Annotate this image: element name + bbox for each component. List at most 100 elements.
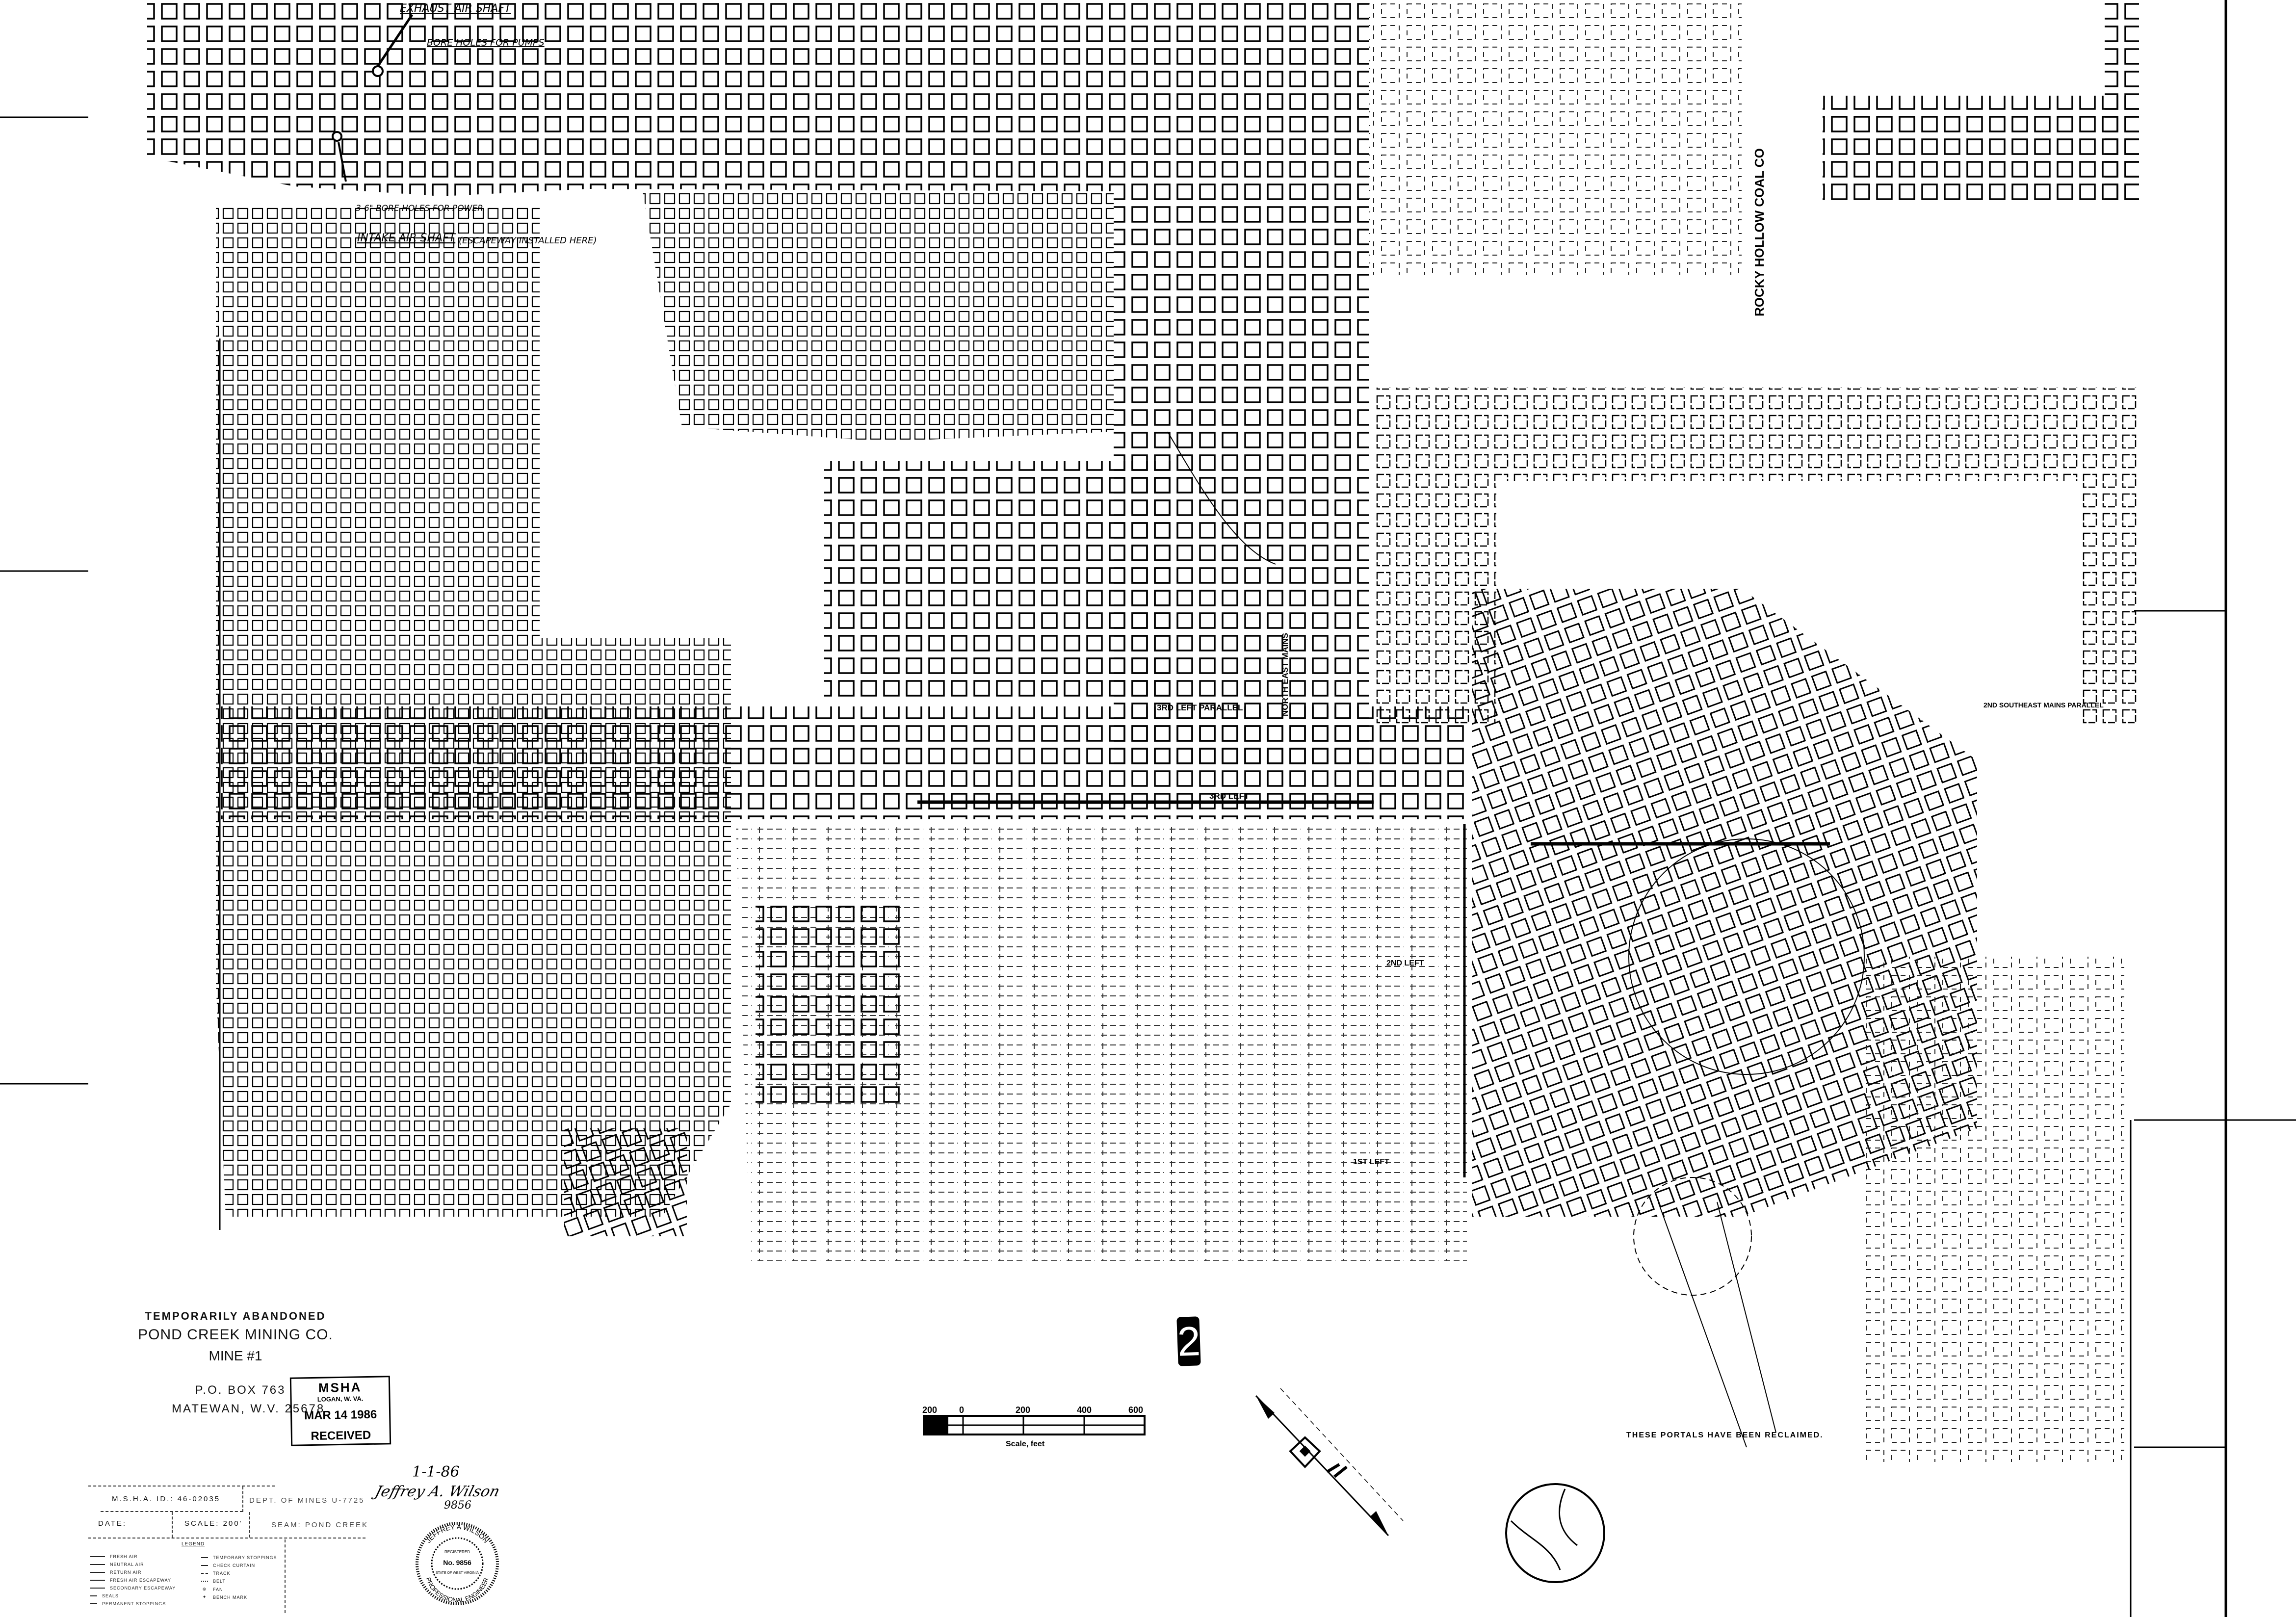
mine-name: MINE #1: [209, 1348, 262, 1363]
legend-item: TEMPORARY STOPPINGS: [201, 1555, 277, 1560]
scale-tick: 0: [959, 1405, 964, 1415]
seal-state: STATE OF WEST VIRGINIA: [436, 1571, 479, 1575]
city-address: MATEWAN, W.V. 25678: [172, 1402, 325, 1415]
msha-id-label: M.S.H.A. ID.:: [112, 1495, 174, 1503]
legend-label: SECONDARY ESCAPEWAY: [110, 1586, 176, 1591]
pillars-lower-middle: [736, 824, 1467, 1261]
msha-id-field: M.S.H.A. ID.: 46-02035: [112, 1495, 220, 1503]
north-east-mains-label: NORTH EAST MAINS: [1280, 633, 1290, 716]
stamp-date: MAR 14 1986: [304, 1408, 377, 1423]
pillars-bottom-left-diamond: [564, 1128, 687, 1236]
legend-item: CHECK CURTAIN: [201, 1563, 255, 1568]
legend-label: SEALS: [102, 1593, 119, 1598]
seal-name: JEFFREY A WILSON: [424, 1523, 490, 1544]
stamp-office: LOGAN, W. VA.: [317, 1395, 364, 1403]
svg-text:PROFESSIONAL ENGINEER: PROFESSIONAL ENGINEER: [424, 1576, 490, 1604]
third-left-label: 3RD LEFT: [1209, 791, 1250, 801]
pillars-top-sparse: [1369, 0, 1742, 275]
location-map-icon: [1505, 1483, 1605, 1583]
legend-item: SECONDARY ESCAPEWAY: [90, 1586, 176, 1591]
legend-item: NEUTRAL AIR: [90, 1562, 144, 1567]
seal-registered: REGISTERED: [444, 1550, 470, 1554]
legend-label: TRACK: [213, 1571, 231, 1576]
legend-item: FRESH AIR ESCAPEWAY: [90, 1578, 171, 1583]
pillars-diagonal-cluster: [1472, 589, 1977, 1217]
exhaust-air-shaft-label: EXHAUST AIR SHAFT: [400, 2, 512, 15]
svg-text:JEFFREY A WILSON: JEFFREY A WILSON: [424, 1523, 490, 1544]
scale-tick: 400: [1077, 1405, 1092, 1415]
seal-title: PROFESSIONAL ENGINEER: [424, 1576, 490, 1604]
legend-label: BELT: [213, 1579, 226, 1584]
legend-label: BENCH MARK: [213, 1594, 248, 1600]
msha-received-stamp: MSHA LOGAN, W. VA. MAR 14 1986 RECEIVED: [289, 1376, 391, 1446]
scale-bar: 200 0 200 400 600 Scale, feet: [922, 1405, 1146, 1448]
pillars-top-right-column: [2105, 0, 2139, 206]
seam-field: SEAM: POND CREEK: [271, 1521, 368, 1529]
second-left-label: 2ND LEFT: [1386, 959, 1424, 967]
pillars-horseshoe: [1374, 388, 2139, 726]
seal-number: No. 9856: [443, 1559, 471, 1566]
pillars-center-block: [824, 461, 1173, 702]
pillars-lower-checker: [756, 903, 903, 1104]
scale-caption: Scale, feet: [1006, 1440, 1045, 1448]
date-field: DATE:: [98, 1519, 127, 1528]
msha-id-value: 46-02035: [177, 1495, 221, 1503]
legend-label: PERMANENT STOPPINGS: [102, 1601, 166, 1606]
legend-label: NEUTRAL AIR: [110, 1562, 144, 1567]
legend-item: BELT: [201, 1579, 226, 1584]
north-arrow-icon: [1255, 1388, 1404, 1537]
mine-workings: [147, 0, 2139, 1462]
signature-date: 1-1-86: [412, 1463, 460, 1481]
pillars-middle-block: [643, 191, 1114, 442]
scale-value: 200': [223, 1519, 243, 1528]
legend-item: ⊛ FAN: [201, 1587, 223, 1592]
legend-item: PERMANENT STOPPINGS: [90, 1601, 166, 1606]
intake-escapeway-note: (ESCAPEWAY INSTALLED HERE): [459, 235, 597, 246]
legend-label: TEMPORARY STOPPINGS: [213, 1555, 277, 1560]
stamp-agency: MSHA: [318, 1380, 362, 1395]
portals-reclaimed-note: THESE PORTALS HAVE BEEN RECLAIMED.: [1626, 1431, 1824, 1439]
sheet-number-badge: 2: [1176, 1316, 1201, 1366]
bore-holes-power-label: 3-6" BORE HOLES FOR POWER: [356, 204, 483, 213]
scale-tick: 200: [922, 1405, 937, 1415]
legend-item: TRACK: [201, 1571, 231, 1576]
legend-item: SEALS: [90, 1593, 119, 1598]
dept-mines-field: DEPT. OF MINES U-7725: [249, 1496, 365, 1505]
second-se-mains-parallel-label: 2ND SOUTHEAST MAINS PARALLEL: [1983, 701, 2104, 709]
scale-label: SCALE:: [184, 1519, 220, 1528]
intake-air-shaft-label: INTAKE AIR SHAFT: [357, 232, 456, 244]
company-name: POND CREEK MINING CO.: [138, 1327, 333, 1343]
bore-holes-pumps-label: BORE HOLES FOR PUMPS: [427, 37, 545, 48]
third-left-parallel-label: 3RD LEFT PARALLEL: [1157, 703, 1243, 712]
fan-icon: ⊛: [202, 1587, 207, 1591]
legend-label: RETURN AIR: [110, 1570, 142, 1575]
stamp-status: RECEIVED: [311, 1428, 371, 1443]
date-label: DATE:: [98, 1519, 127, 1528]
rocky-hollow-label: ROCKY HOLLOW COAL CO: [1752, 148, 1767, 316]
scale-tick: 600: [1128, 1405, 1143, 1415]
legend-title: LEGEND: [182, 1541, 205, 1547]
dept-mines-label: DEPT. OF MINES: [249, 1496, 329, 1505]
signature: 1-1-86 Jeffrey A. Wilson 9856: [370, 1463, 502, 1512]
legend-label: FRESH AIR: [110, 1554, 138, 1559]
pillars-far-right: [1859, 957, 2124, 1462]
bench-mark-icon: ✦: [202, 1594, 207, 1599]
pillars-top-blocks: [589, 0, 1114, 93]
seam-label: SEAM:: [271, 1521, 302, 1529]
legend-label: FAN: [213, 1587, 223, 1592]
legend-item: RETURN AIR: [90, 1570, 142, 1575]
po-box: P.O. BOX 763: [195, 1383, 286, 1397]
pillars-rocky-hollow-block: [1823, 96, 2139, 206]
legend-label: FRESH AIR ESCAPEWAY: [110, 1578, 172, 1583]
scale-tick: 200: [1016, 1405, 1030, 1415]
status-label: TEMPORARILY ABANDONED: [145, 1310, 326, 1322]
dept-mines-value: U-7725: [332, 1496, 365, 1505]
legend-label: CHECK CURTAIN: [213, 1563, 256, 1568]
signature-name: Jeffrey A. Wilson: [370, 1483, 502, 1500]
first-left-label: 1ST LEFT: [1353, 1158, 1389, 1166]
scale-field: SCALE: 200': [184, 1519, 242, 1528]
legend-item: FRESH AIR: [90, 1554, 138, 1559]
engineer-seal: JEFFREY A WILSON PROFESSIONAL ENGINEER R…: [416, 1522, 499, 1605]
signature-number: 9856: [444, 1499, 471, 1512]
seam-value: POND CREEK: [305, 1521, 369, 1529]
